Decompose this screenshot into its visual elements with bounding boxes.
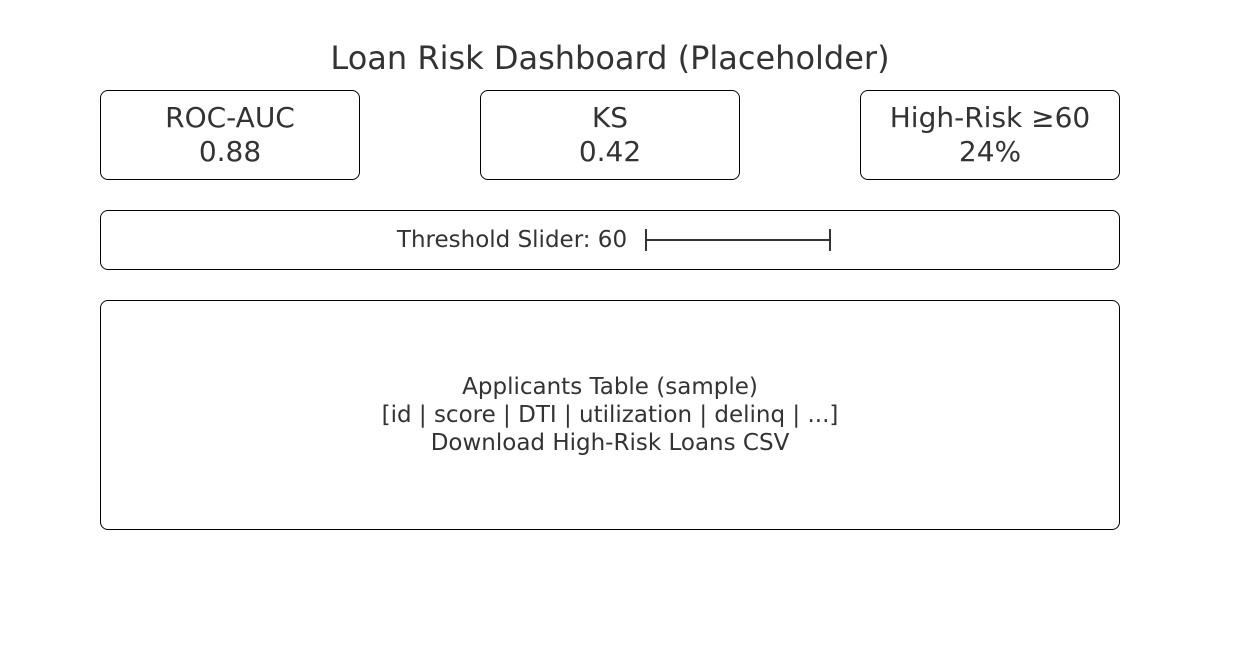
- kpi-label: ROC-AUC: [165, 101, 295, 134]
- threshold-slider-panel: Threshold Slider: 60: [100, 210, 1120, 270]
- kpi-card-ks: KS 0.42: [480, 90, 740, 180]
- kpi-value: 0.88: [198, 135, 262, 168]
- page-title: Loan Risk Dashboard (Placeholder): [330, 39, 890, 77]
- slider-start-tick: [645, 229, 648, 251]
- kpi-value: 0.42: [578, 135, 642, 168]
- applicants-table-columns: [id | score | DTI | utilization | delinq…: [381, 402, 839, 428]
- applicants-table-panel: Applicants Table (sample) [id | score | …: [100, 300, 1120, 530]
- applicants-table-heading: Applicants Table (sample): [462, 374, 758, 400]
- kpi-value: 24%: [958, 135, 1022, 168]
- kpi-label: High-Risk ≥60: [889, 101, 1091, 134]
- kpi-card-high-risk: High-Risk ≥60 24%: [860, 90, 1120, 180]
- kpi-label: KS: [591, 101, 629, 134]
- kpi-card-roc-auc: ROC-AUC 0.88: [100, 90, 360, 180]
- threshold-slider[interactable]: [645, 227, 832, 253]
- slider-end-tick: [829, 229, 832, 251]
- threshold-slider-row: Threshold Slider: 60: [101, 211, 1119, 269]
- slider-track-line[interactable]: [647, 239, 830, 241]
- download-high-risk-csv-button[interactable]: Download High-Risk Loans CSV: [430, 430, 790, 456]
- threshold-slider-label: Threshold Slider: 60: [396, 227, 628, 253]
